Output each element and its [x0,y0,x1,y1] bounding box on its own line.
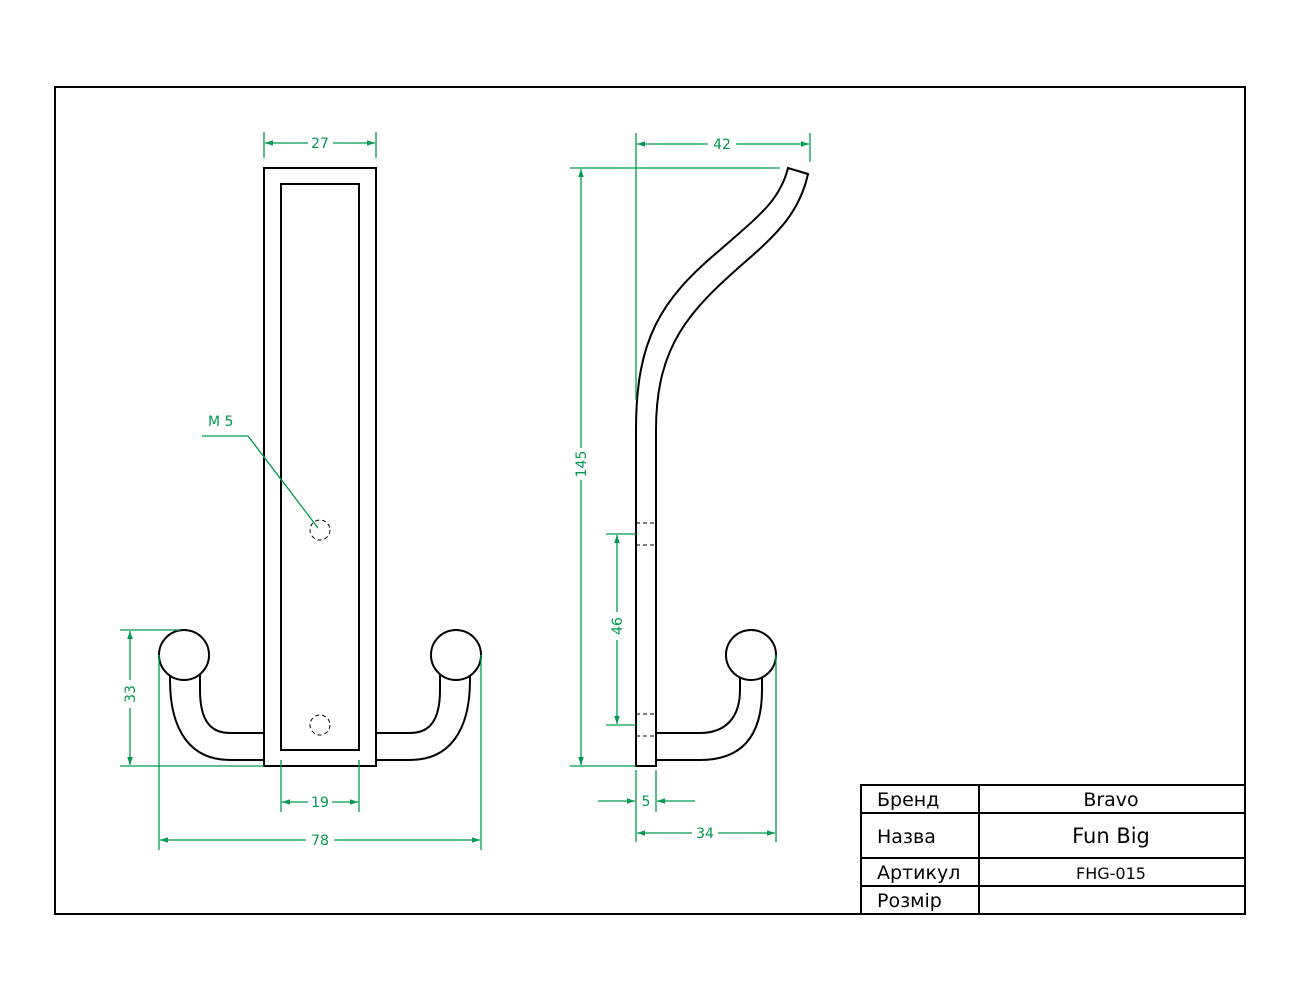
title-block-name-value: Fun Big [1072,824,1150,848]
front-hole-lower [309,714,331,736]
front-dimensions: 27 19 78 33 M 5 [120,132,482,850]
front-right-ball [430,629,482,681]
front-hole-upper [309,519,331,541]
front-left-ball [158,629,210,681]
title-block-article-value: FHG-015 [1076,864,1146,883]
side-view [635,166,810,767]
title-block-name-label: Назва [877,826,936,848]
front-back-plate [263,167,377,767]
title-block-brand-value: Bravo [1083,789,1138,811]
title-block-article-label: Артикул [877,862,960,884]
title-block: Бренд Bravo Назва Fun Big Артикул FHG-01… [860,784,1246,915]
front-left-hook [169,674,264,761]
dim-side-top-offset: 42 [713,137,731,153]
front-right-hook [376,674,471,761]
title-block-size-label: Розмір [877,890,942,912]
side-profile [635,166,810,767]
drawing-frame [54,86,1246,915]
dim-front-overall-width: 78 [311,833,329,849]
dim-front-width: 27 [311,136,329,152]
dim-front-hook-height: 33 [123,685,139,703]
dim-side-hook-depth: 34 [696,826,714,842]
front-plate-inner [280,183,360,751]
dim-side-hole-spacing: 46 [610,617,626,635]
side-dimensions: 42 145 46 5 34 [570,133,811,842]
title-block-brand-label: Бренд [877,789,939,811]
front-view [158,167,482,767]
side-hook-ball [725,629,777,681]
thread-callout: M 5 [208,414,233,430]
side-hook-arm [656,674,763,761]
dim-side-thickness: 5 [642,794,651,810]
dim-side-height: 145 [574,451,590,478]
dim-front-inner-width: 19 [311,795,329,811]
